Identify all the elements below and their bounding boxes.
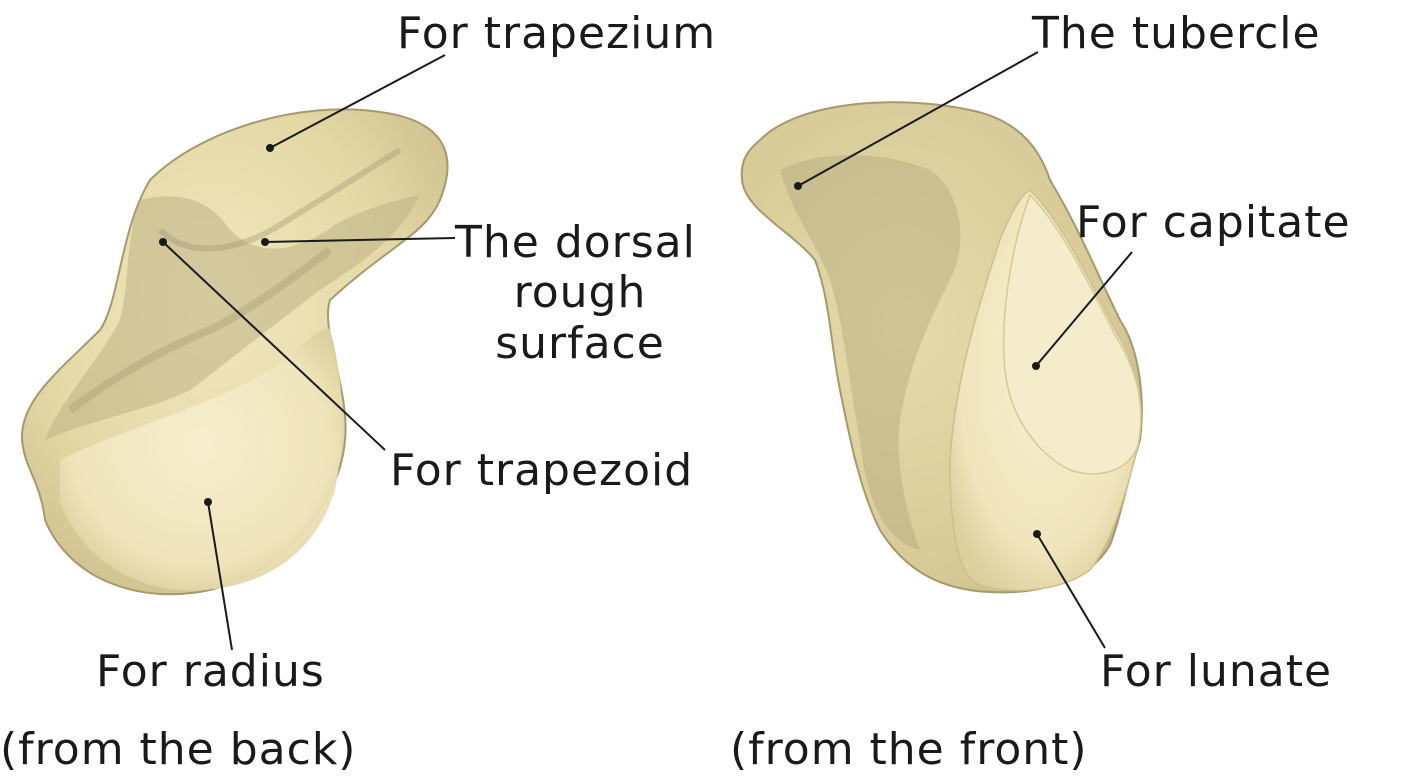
dot-capitate — [1032, 362, 1040, 370]
dot-dorsal — [261, 238, 269, 246]
dot-trapezoid — [159, 238, 167, 246]
left-bone-illustration — [22, 109, 448, 594]
label-the-tubercle: The tubercle — [1031, 8, 1321, 59]
caption-from-the-front: (from the front) — [730, 724, 1088, 775]
label-for-radius: For radius — [96, 646, 325, 697]
label-for-trapezoid: For trapezoid — [390, 445, 693, 496]
dot-trapezium — [266, 144, 274, 152]
dot-lunate — [1033, 530, 1041, 538]
dot-radius — [204, 498, 212, 506]
label-dorsal-line3: surface — [495, 318, 665, 369]
label-dorsal-line2: rough — [514, 267, 647, 318]
label-for-trapezium: For trapezium — [397, 8, 716, 59]
label-for-lunate: For lunate — [1100, 646, 1332, 697]
label-dorsal-line1: The dorsal — [454, 217, 696, 268]
right-bone-illustration — [742, 102, 1142, 592]
caption-from-the-back: (from the back) — [0, 724, 356, 775]
label-for-capitate: For capitate — [1076, 197, 1351, 248]
dot-tubercle — [794, 182, 802, 190]
